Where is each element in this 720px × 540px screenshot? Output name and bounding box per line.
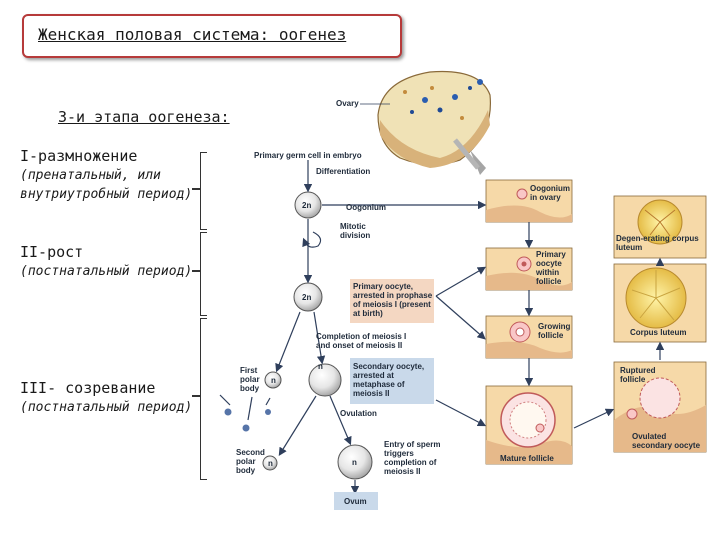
follicle-panels — [485, 179, 707, 465]
secondary-oocyte-note-box — [350, 358, 434, 404]
ovulated-oocyte-label: Ovulated secondary oocyte — [632, 432, 701, 450]
ploidy-2n-2: 2n — [302, 293, 312, 302]
stages-heading: 3-и этапа оогенеза: — [58, 108, 230, 126]
ruptured-follicle-label: Ruptured follicle — [620, 366, 656, 384]
bracket-tick-3 — [192, 395, 200, 397]
bracket-stage-1 — [200, 152, 207, 230]
mature-follicle-label: Mature follicle — [500, 454, 554, 463]
completion-meiosis-label: Completion of meiosis I and onset of mei… — [316, 332, 407, 350]
stage-1-note: (пренатальный, или внутриутробный период… — [20, 168, 193, 202]
primary-germ-cell-label: Primary germ cell in embryo — [254, 151, 362, 160]
stage-2-note: (постнатальный период) — [20, 264, 193, 279]
ploidy-n-1: n — [271, 376, 276, 385]
bracket-stage-3 — [200, 318, 207, 480]
ploidy-2n-1: 2n — [302, 201, 312, 210]
bracket-stage-2 — [200, 232, 207, 316]
primary-oocyte-follicle-label: Primary oocyte within follicle — [536, 250, 566, 286]
stage-3-note: (постнатальный период) — [20, 400, 193, 415]
page-title: Женская половая система: оогенез — [38, 25, 347, 44]
primary-oocyte-note: Primary oocyte, arrested in prophase of … — [353, 282, 433, 318]
ovulation-label: Ovulation — [340, 409, 377, 418]
bracket-tick-1 — [192, 188, 200, 190]
title-box: Женская половая система: оогенез — [22, 14, 402, 58]
ploidy-n-4: n — [352, 458, 357, 467]
corpus-luteum-label: Corpus luteum — [630, 328, 687, 337]
ovary-label: Ovary — [336, 99, 359, 108]
bracket-tick-2 — [192, 270, 200, 272]
ovum-label: Ovum — [344, 497, 367, 506]
degen-corpus-label: Degen-erating corpus luteum — [616, 234, 699, 252]
oogonium-label: Oogonium — [346, 203, 386, 212]
second-polar-body-label: Second polar body — [236, 448, 265, 475]
flow-cells — [224, 191, 373, 480]
ploidy-n-3: n — [268, 459, 273, 468]
ploidy-n-2: n — [318, 362, 323, 371]
ovum-box — [334, 492, 378, 510]
primary-oocyte-note-box — [350, 279, 434, 323]
first-polar-body-label: First polar body — [240, 366, 260, 393]
oogonium-in-ovary-label: Oogonium in ovary — [530, 184, 570, 202]
growing-follicle-label: Growing follicle — [538, 322, 571, 340]
sperm-entry-label: Entry of sperm triggers completion of me… — [384, 440, 441, 476]
ovary-illustration — [377, 70, 492, 168]
differentiation-label: Differentiation — [316, 167, 371, 176]
stage-2-name: II-рост — [20, 243, 84, 261]
secondary-oocyte-note: Secondary oocyte, arrested at metaphase … — [353, 362, 425, 398]
mitotic-division-label: Mitotic division — [340, 222, 371, 240]
stage-1-name: I-размножение — [20, 147, 138, 165]
stage-3-name: III- созревание — [20, 379, 156, 397]
